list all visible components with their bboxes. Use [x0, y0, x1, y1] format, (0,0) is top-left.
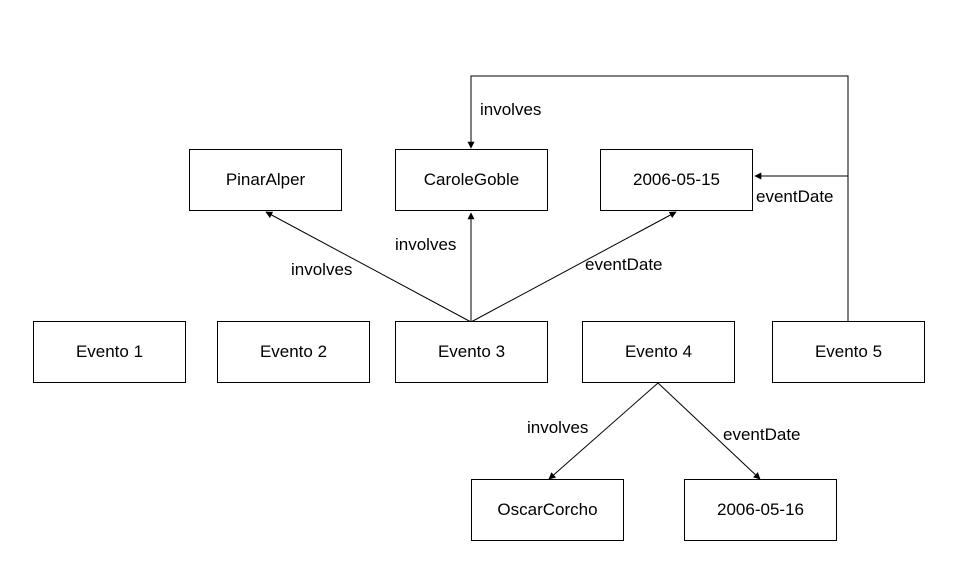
node-date-2006-05-16: 2006-05-16 [684, 479, 837, 541]
label-evento5-carole: involves [480, 100, 542, 119]
node-evento-4: Evento 4 [582, 321, 735, 383]
node-evento-3: Evento 3 [395, 321, 548, 383]
label-evento3-pinar: involves [291, 260, 353, 279]
edge-evento4-date2 [657, 382, 761, 480]
label-evento3-carole: involves [395, 235, 457, 254]
node-date-2006-05-15: 2006-05-15 [600, 149, 753, 211]
edge-evento4-oscar [548, 382, 659, 480]
node-carolegoble: CaroleGoble [395, 149, 548, 211]
node-evento-1: Evento 1 [33, 321, 186, 383]
edge-evento3-date1 [470, 211, 677, 323]
label-evento3-date1: eventDate [585, 255, 663, 274]
label-evento4-date2: eventDate [723, 425, 801, 444]
node-evento-5: Evento 5 [772, 321, 925, 383]
node-pinaralper: PinarAlper [189, 149, 342, 211]
node-evento-2: Evento 2 [217, 321, 370, 383]
label-evento5-date1: eventDate [756, 187, 834, 206]
edge-evento5-carole [467, 75, 849, 322]
node-oscarcorcho: OscarCorcho [471, 479, 624, 541]
label-evento4-oscar: involves [527, 418, 589, 437]
edge-evento3-pinar [265, 211, 472, 323]
